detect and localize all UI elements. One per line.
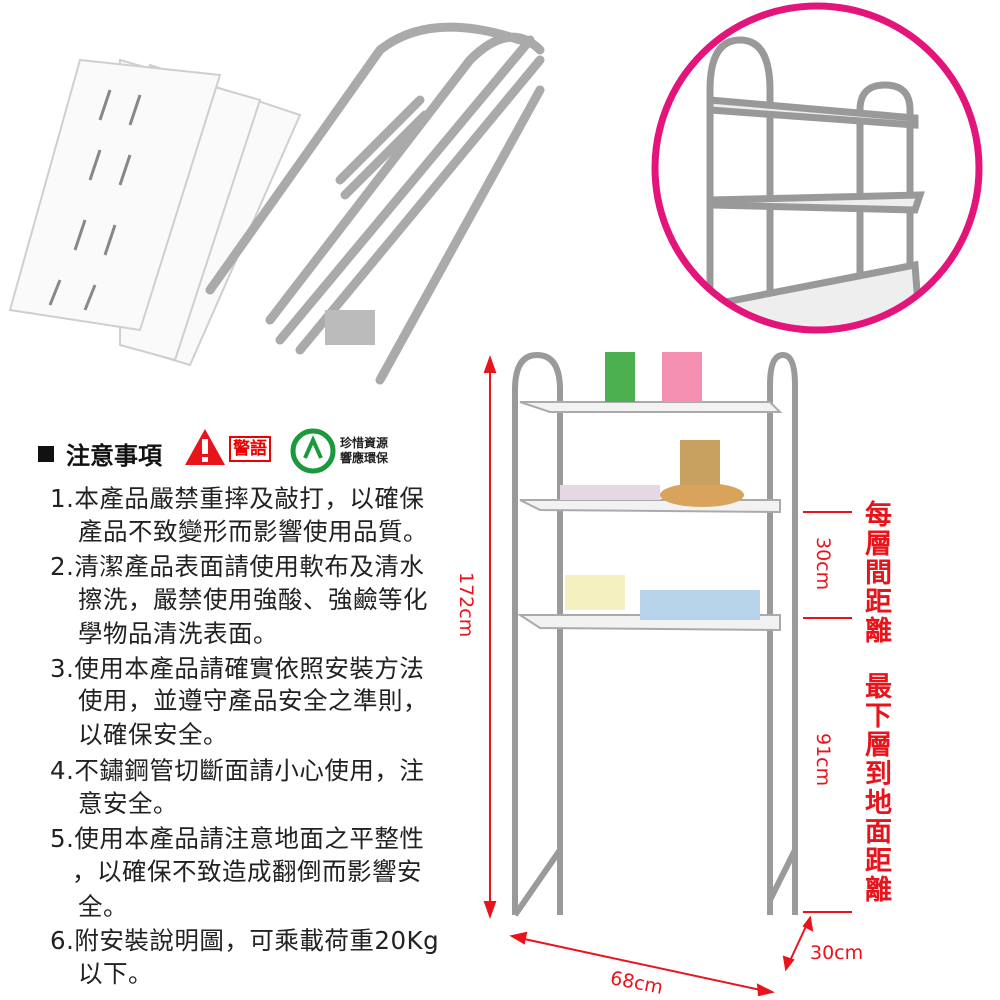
notice-line: 以確保安全。 — [78, 720, 228, 749]
detail-circle — [651, 2, 983, 334]
warning-badge: 警語 — [229, 436, 271, 462]
notice-line: 6.附安裝說明圖，可乘載荷重20Kg — [50, 926, 440, 955]
notice-line: 意安全。 — [78, 789, 178, 818]
warning-triangle-icon — [185, 429, 225, 465]
height-dimension: 172cm — [455, 572, 477, 638]
recycle-logo-icon — [290, 428, 336, 474]
depth-dimension: 30cm — [810, 942, 864, 964]
notice-line: 1.本產品嚴禁重摔及敲打，以確保 — [50, 484, 425, 513]
shelf-illustration — [512, 351, 798, 917]
shelf-gap-label: 每層間距離 — [860, 500, 891, 645]
notice-line: 學物品清洗表面。 — [78, 619, 278, 648]
notice-line: 擦洗，嚴禁使用強酸、強鹼等化 — [78, 585, 428, 614]
bottom-gap-dimension: 91cm — [812, 733, 834, 787]
notice-heading: 注意事項 — [38, 436, 162, 471]
eco-label: 珍惜資源響應環保 — [340, 436, 388, 466]
screws-bag-icon — [325, 310, 375, 345]
notice-line: 2.清潔產品表面請使用軟布及清水 — [50, 552, 425, 581]
bottom-gap-label: 最下層到地面距離 — [860, 672, 891, 904]
notice-line: 5.使用本產品請注意地面之平整性 — [50, 824, 425, 853]
notice-line: ，以確保不致造成翻倒而影響安 — [72, 857, 422, 886]
notice-line: 產品不致變形而影響使用品質。 — [78, 517, 428, 546]
product-can-icon — [662, 352, 702, 402]
product-bottle-icon — [605, 352, 635, 402]
notice-line: 以下。 — [78, 959, 153, 988]
eco-label-line-2: 響應環保 — [340, 451, 389, 465]
basket-icon — [660, 483, 744, 507]
notice-line: 3.使用本產品請確實依照安裝方法 — [50, 654, 425, 683]
notice-line: 4.不鏽鋼管切斷面請小心使用，注 — [50, 756, 425, 785]
bottles-icon — [680, 440, 720, 485]
eco-label-line-1: 珍惜資源 — [340, 436, 389, 450]
parts-illustration — [8, 22, 545, 385]
notice-title: 注意事項 — [66, 442, 162, 470]
shelf-gap-dimension: 30cm — [812, 537, 834, 591]
notice-line: 使用，並遵守產品安全之準則， — [78, 686, 428, 715]
square-bullet-icon — [38, 445, 54, 462]
notice-line: 全。 — [78, 892, 128, 921]
